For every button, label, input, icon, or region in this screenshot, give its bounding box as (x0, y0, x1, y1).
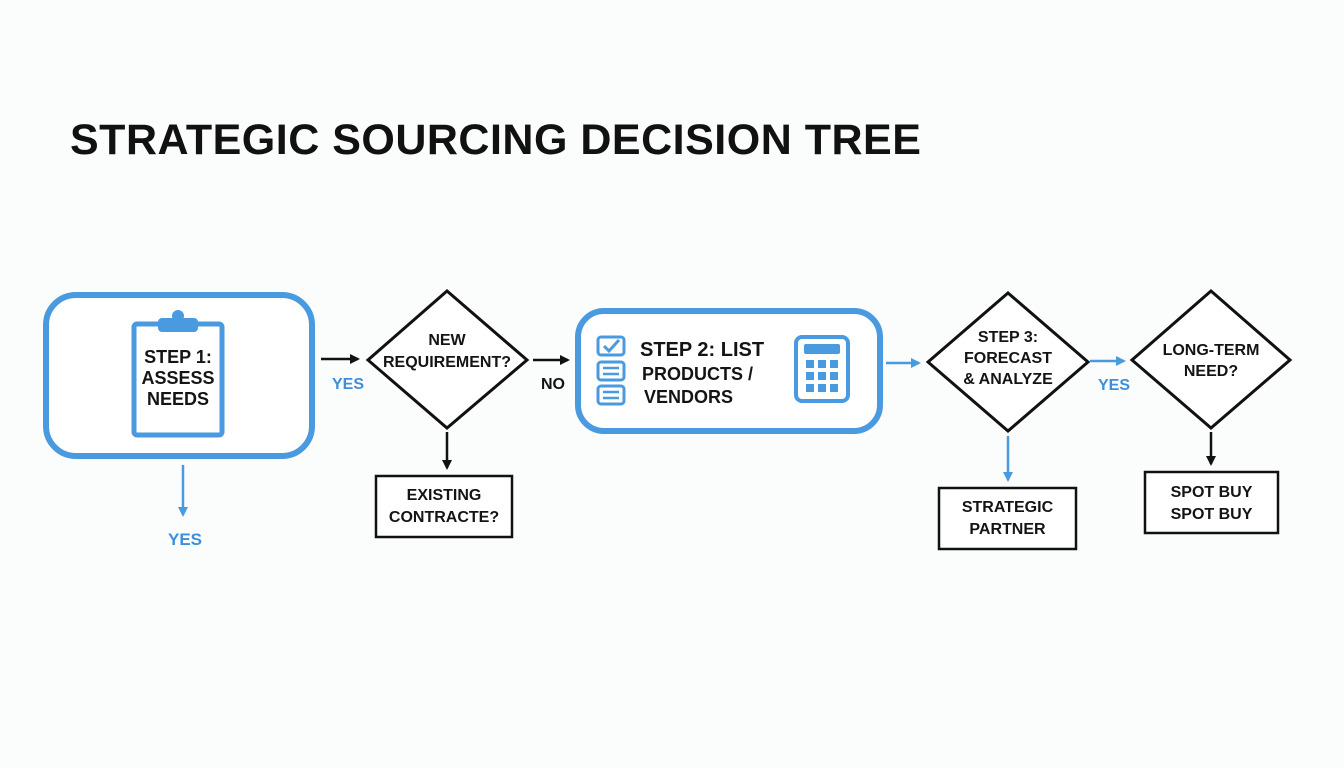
long-term-label: LONG-TERM NEED? (1162, 342, 1260, 380)
edge-label-no: NO (541, 376, 565, 393)
spot-buy-label: SPOT BUY SPOT BUY (1170, 484, 1253, 523)
spot-buy-box (1143, 470, 1280, 535)
step3-label: STEP 3: FORECAST & ANALYZE (963, 329, 1053, 388)
checkbox-icon (596, 335, 626, 357)
new-requirement-label: NEW REQUIREMENT? (383, 332, 511, 371)
strategic-partner-label: STRATEGIC PARTNER (961, 499, 1054, 538)
new-requirement-diamond (365, 289, 530, 430)
edge-label-yes: YES (168, 530, 203, 549)
existing-contract-label: EXISTING CONTRACTE? (388, 487, 500, 526)
strategic-partner-box (937, 486, 1078, 551)
page-title: STRATEGIC SOURCING DECISION TREE (70, 116, 922, 164)
list-icon (596, 360, 626, 382)
existing-contract-box (374, 474, 514, 539)
edge-label-yes: YES (1098, 377, 1131, 394)
calculator-icon (794, 335, 850, 403)
clipboard-icon (131, 310, 225, 438)
list-icon (596, 384, 626, 406)
edge-label-yes: YES (332, 376, 365, 393)
step1-label: STEP 1: ASSESS NEEDS (141, 347, 215, 410)
step2-label: STEP 2: LIST PRODUCTS / VENDORS (640, 339, 765, 408)
step3-diamond (925, 291, 1091, 433)
long-term-diamond (1129, 289, 1293, 430)
